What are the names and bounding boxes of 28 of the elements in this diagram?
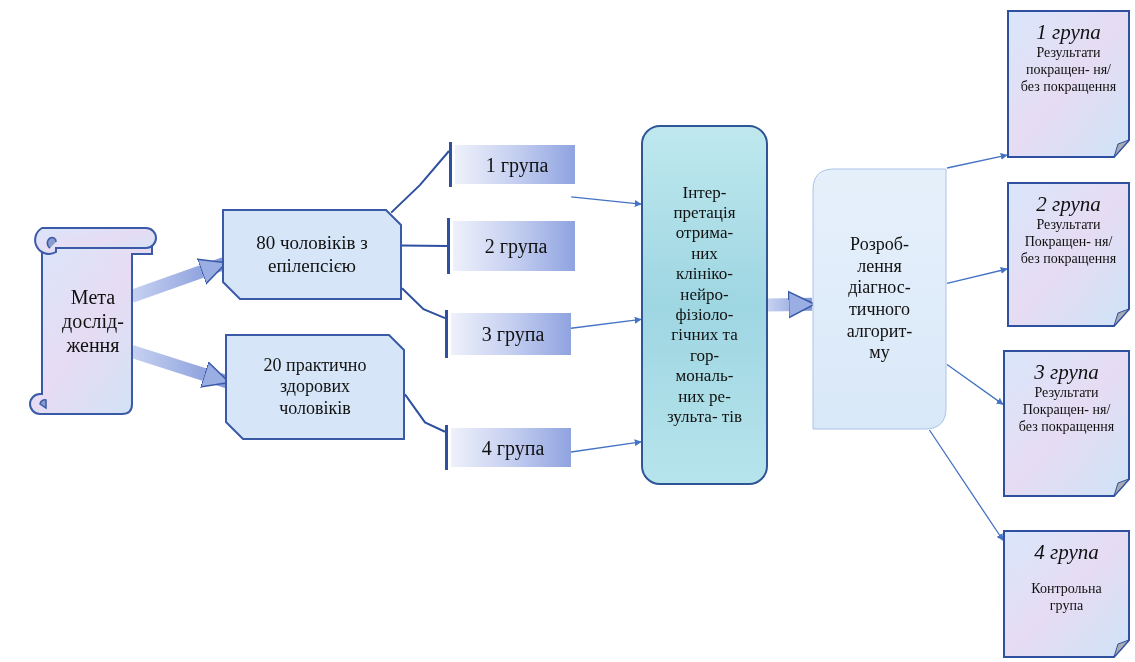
connector-line — [390, 150, 450, 214]
node-text: Мета дослід- ження — [61, 285, 125, 357]
arrow — [928, 429, 1004, 541]
connector-line — [401, 287, 446, 320]
node-text: Розроб- лення діагнос- тичного алгорит- му — [845, 234, 914, 364]
node-text: 20 практично здорових чоловіків — [262, 354, 368, 420]
node-text: Результати Покращен- ня/ без покращення — [1017, 385, 1116, 436]
group-heading: 1 група — [1036, 20, 1101, 46]
group-heading: 2 група — [1036, 192, 1101, 218]
connector-line — [404, 393, 446, 433]
node-text: 1 група — [485, 152, 549, 177]
group-heading: 4 група — [1034, 540, 1099, 566]
arrow — [570, 439, 642, 453]
node-text: Контрольна група — [1030, 581, 1103, 615]
node-text: 2 група — [484, 234, 548, 258]
group-heading: 3 група — [1034, 360, 1099, 386]
arrow — [570, 196, 642, 208]
arrow — [946, 363, 1004, 406]
node-text: 80 чоловіків з епілепсією — [255, 231, 369, 278]
node-text: 3 група — [481, 322, 545, 346]
node-text: Результати Покращен- ня/ без покращення — [1019, 217, 1118, 268]
arrow — [946, 152, 1008, 169]
node-text: Інтер- претація отрима- них клініко- нейро- фізіоло- гічних та гор- мональ- них ре- зульта- тів — [666, 182, 743, 428]
node-text: 4 група — [481, 435, 545, 460]
arrow — [946, 267, 1008, 284]
connector-line — [401, 244, 448, 247]
node-text: Результати покращен- ня/ без покращення — [1019, 45, 1118, 96]
arrow — [570, 316, 642, 329]
